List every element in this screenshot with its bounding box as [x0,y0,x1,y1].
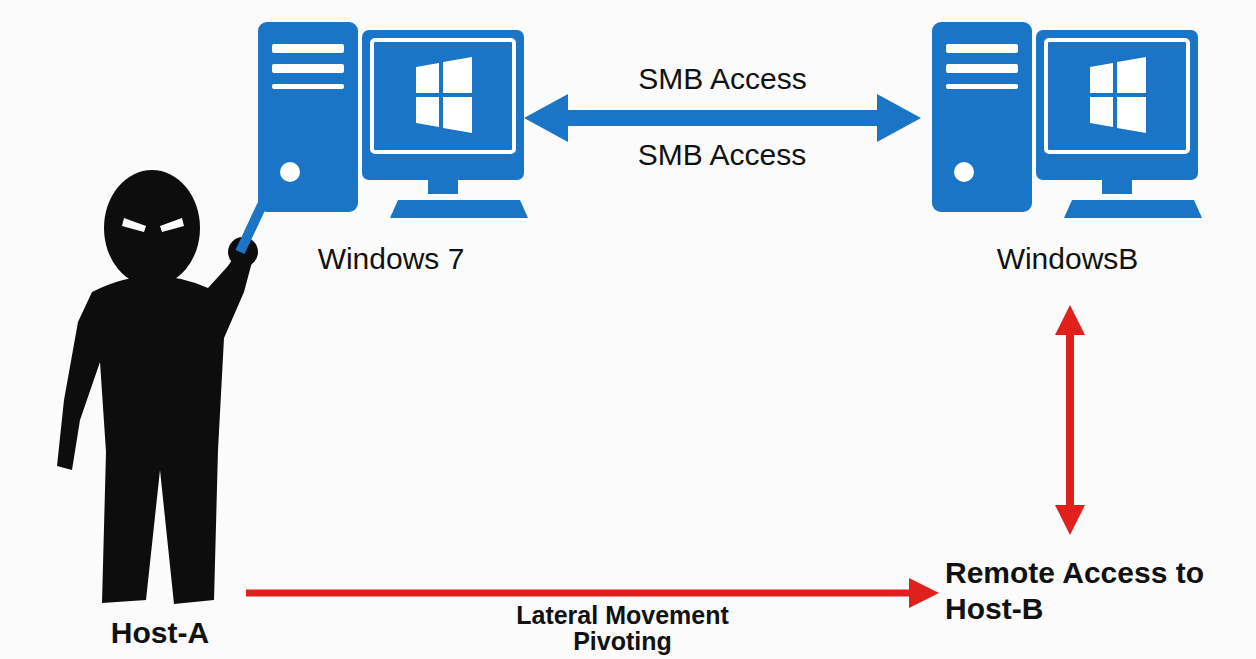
node-label: WindowsB [997,241,1139,277]
connector-arrow [1066,335,1074,505]
body [57,254,252,604]
computer-node: WindowsB [925,15,1210,285]
connector-arrow [568,110,877,126]
eye [160,218,184,232]
edge-label: SMB Access [609,62,837,96]
node-label: Remote Access to Host-B [945,555,1211,627]
attacker-node: Host-A [80,165,240,650]
connector-arrow [240,205,262,252]
node-label: Windows 7 [318,241,465,277]
computer-node: Windows 7 [262,15,520,285]
node-label: Host-A [111,616,209,650]
protocol-label: SMB Access [634,138,810,172]
eye [122,218,146,232]
hacker-silhouette [57,170,258,604]
edge-label: Lateral Movement Pivoting [479,602,767,654]
target-text-node: Remote Access to Host-B [945,555,1211,631]
left-computer [258,22,528,218]
connector-arrow [246,590,909,597]
right-computer [932,22,1202,218]
hood [104,170,200,286]
